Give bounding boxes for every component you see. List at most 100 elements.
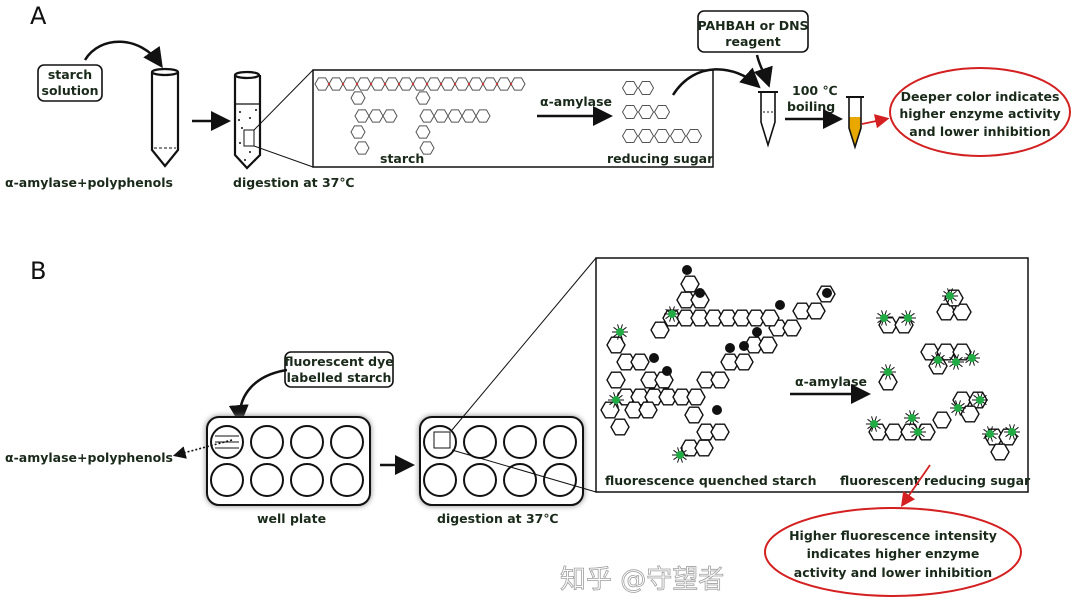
glucose-unit: [960, 405, 980, 423]
enzyme-label-a: α-amylase: [540, 94, 612, 109]
well[interactable]: [543, 425, 577, 459]
glucose-unit: [419, 141, 435, 155]
glucose-unit: [624, 401, 644, 419]
glucose-unit: [710, 371, 730, 389]
watermark: 知乎 @守望者: [560, 565, 724, 595]
fluorophore: [952, 358, 960, 366]
starch-molecule: [314, 77, 526, 155]
particle: [241, 127, 243, 129]
bond: [439, 82, 443, 86]
well[interactable]: [330, 425, 364, 459]
glucose-unit: [720, 353, 740, 371]
well[interactable]: [250, 425, 284, 459]
well[interactable]: [503, 463, 537, 497]
well[interactable]: [290, 463, 324, 497]
glucose-unit: [398, 77, 414, 91]
quencher: [649, 353, 659, 363]
result-b-line-3: activity and lower inhibition: [794, 565, 992, 580]
fluorophore: [668, 310, 676, 318]
well[interactable]: [423, 463, 457, 497]
well[interactable]: [463, 463, 497, 497]
panel-a-label: A: [30, 2, 47, 30]
glucose-unit: [653, 129, 671, 143]
enzyme-label-b: α-amylase: [795, 374, 867, 389]
glucose-unit: [690, 309, 710, 327]
reaction-tube: [758, 91, 778, 148]
particle: [238, 119, 240, 121]
glucose-unit: [696, 371, 716, 389]
well[interactable]: [210, 463, 244, 497]
well-plate: [206, 416, 371, 506]
glucose-unit: [415, 125, 431, 139]
tube-2: [233, 70, 262, 170]
starch-label: starch: [380, 151, 424, 166]
quencher: [712, 405, 722, 415]
glucose-unit: [704, 309, 724, 327]
quencher: [775, 300, 785, 310]
glucose-unit: [415, 91, 431, 105]
glucose-unit: [644, 388, 664, 406]
result-b-line-1: Higher fluorescence intensity: [789, 528, 997, 543]
well[interactable]: [503, 425, 537, 459]
starch-solution-line-1: starch: [48, 67, 92, 82]
result-ellipse-a: Deeper color indicates higher enzyme act…: [889, 67, 1071, 157]
quencher: [682, 265, 692, 275]
reducing-sugar-label: reducing sugar: [607, 151, 714, 166]
tube1-label: α-amylase+polyphenols: [5, 175, 173, 190]
glucose-unit: [928, 357, 948, 375]
panel-b-label: B: [30, 257, 46, 285]
result-a-line-2: higher enzyme activity: [899, 106, 1060, 121]
glucose-unit: [356, 77, 372, 91]
zoom-line: [451, 257, 597, 431]
particle: [249, 151, 251, 153]
quenched-label: fluorescence quenched starch: [605, 473, 817, 488]
reagent-line-2: reagent: [725, 34, 780, 49]
well[interactable]: [250, 463, 284, 497]
transfer-arrow: [671, 67, 761, 96]
fluorophore: [934, 356, 942, 364]
glucose-unit: [496, 77, 512, 91]
result-ellipse-b: Higher fluorescence intensity indicates …: [764, 507, 1022, 597]
particle: [255, 109, 257, 111]
glucose-unit: [440, 77, 456, 91]
glucose-unit: [426, 77, 442, 91]
glucose-unit: [868, 423, 888, 441]
fluorophore: [954, 404, 962, 412]
glucose-unit: [606, 371, 626, 389]
well[interactable]: [330, 463, 364, 497]
quencher: [739, 341, 749, 351]
glucose-unit: [685, 129, 703, 143]
quencher: [695, 288, 705, 298]
glucose-unit: [669, 129, 687, 143]
glucose-unit: [368, 109, 384, 123]
starch-solution-line-2: solution: [42, 83, 99, 98]
bond: [453, 82, 457, 86]
glucose-unit: [680, 439, 700, 457]
zoom-line: [253, 145, 314, 168]
glucose-unit: [482, 77, 498, 91]
well[interactable]: [463, 425, 497, 459]
well[interactable]: [423, 425, 457, 459]
glucose-unit: [468, 77, 484, 91]
colored-tube: [846, 96, 864, 150]
glucose-unit: [314, 77, 330, 91]
well[interactable]: [543, 463, 577, 497]
glucose-unit: [328, 77, 344, 91]
glucose-unit: [806, 302, 826, 320]
tube-2-particles: [238, 109, 257, 161]
boiling-label: boiling: [787, 99, 835, 114]
glucose-unit: [680, 275, 700, 293]
result-b-line-2: indicates higher enzyme: [807, 546, 980, 561]
result-arrow-b: [900, 464, 931, 507]
glucose-unit: [637, 81, 655, 95]
glucose-unit: [884, 423, 904, 441]
glucose-unit: [621, 129, 639, 143]
bond: [425, 82, 429, 86]
glucose-unit: [878, 373, 898, 391]
well[interactable]: [290, 425, 324, 459]
glucose-unit: [354, 109, 370, 123]
fluorophore: [968, 354, 976, 362]
glucose-unit: [350, 125, 366, 139]
dye-arrow: [228, 368, 288, 425]
